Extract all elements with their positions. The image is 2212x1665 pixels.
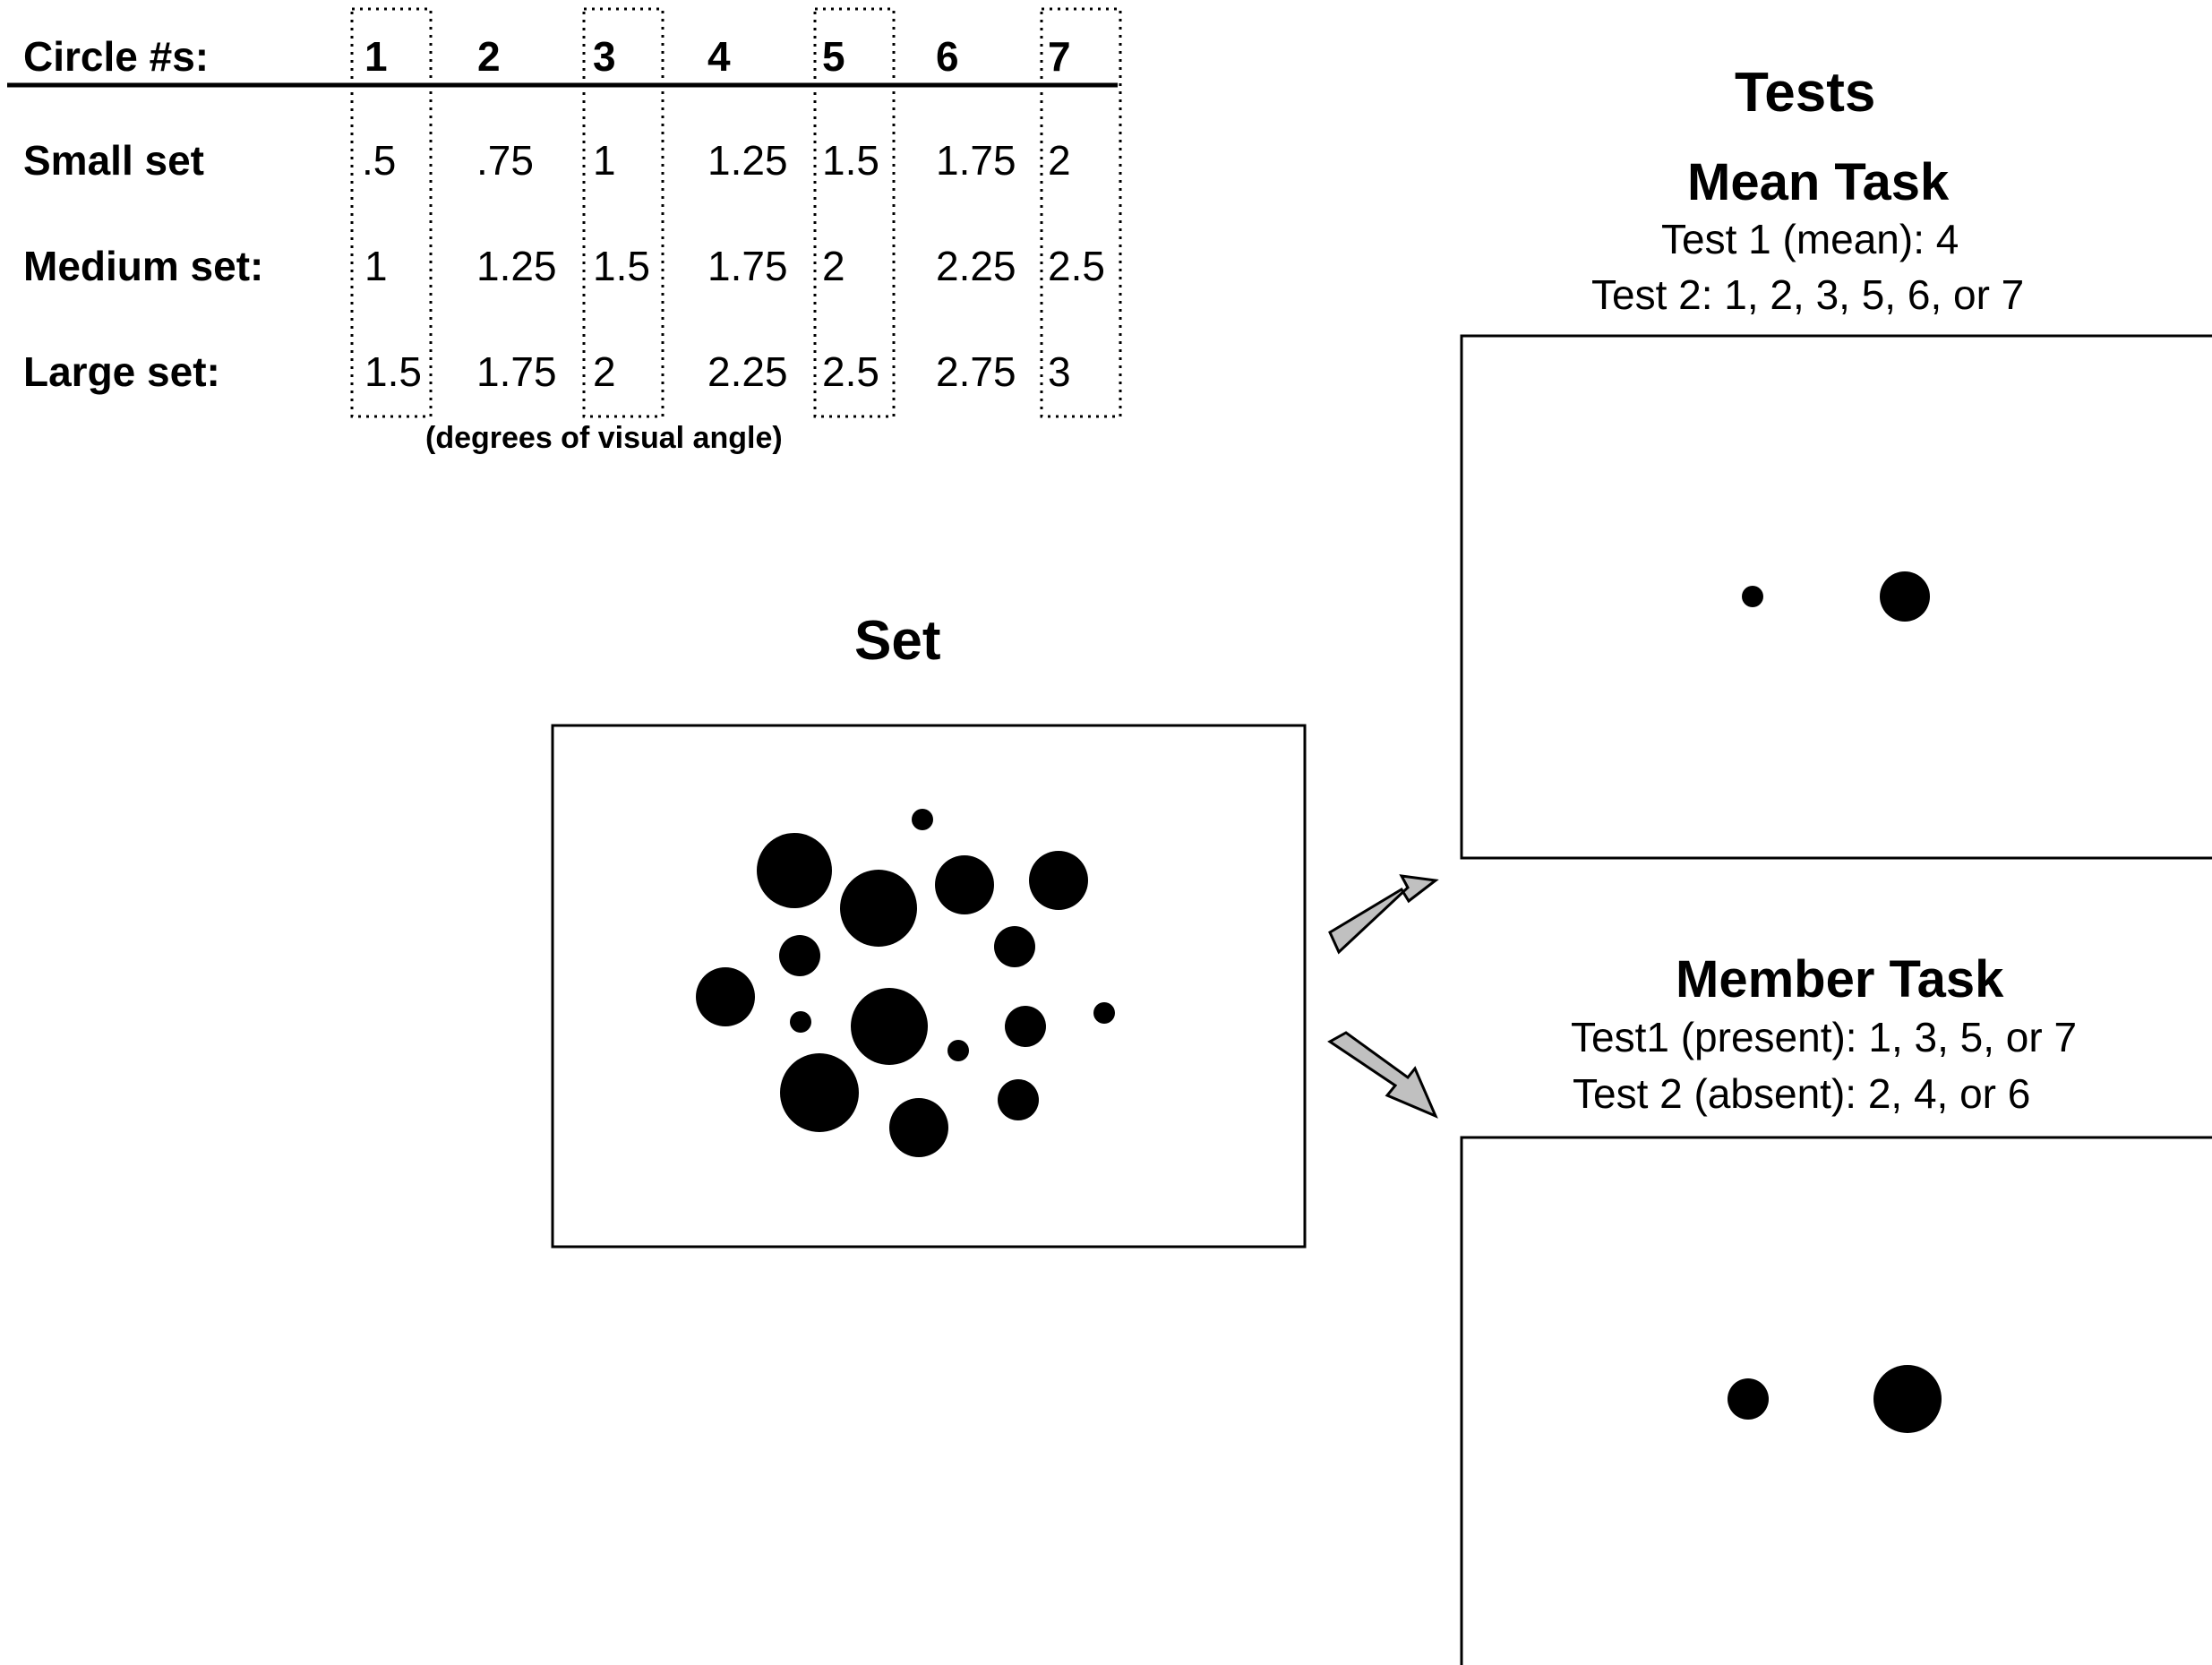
small-set-value-1: .5: [362, 137, 397, 184]
circle-number-1: 1: [364, 33, 388, 80]
set-display-frame: [551, 724, 1307, 1249]
circle-number-3: 3: [593, 33, 616, 80]
set-circle: [1029, 851, 1088, 910]
mean-task-test-frame: [1460, 334, 2212, 860]
set-circle: [912, 809, 933, 830]
member-task-test2: Test 2 (absent): 2, 4, or 6: [1573, 1070, 2031, 1117]
circle-number-5: 5: [822, 33, 845, 80]
mean-task-test1: Test 1 (mean): 4: [1661, 216, 1959, 262]
small-set-value-4: 1.25: [707, 137, 788, 184]
highlight-box-col-7: [1040, 7, 1122, 418]
set-title: Set: [854, 610, 941, 672]
small-set-value-6: 1.75: [936, 137, 1016, 184]
large-set-value-1: 1.5: [364, 348, 422, 395]
circle-number-4: 4: [707, 33, 731, 80]
circle-number-6: 6: [936, 33, 959, 80]
highlight-box-col-3: [582, 7, 664, 418]
member-test-large-circle: [1873, 1365, 1942, 1433]
medium-set-value-2: 1.25: [476, 243, 557, 289]
set-circle: [851, 988, 928, 1065]
large-set-value-3: 2: [593, 348, 616, 395]
small-set-value-5: 1.5: [822, 137, 879, 184]
row-label-medium-set: Medium set:: [23, 243, 264, 289]
member-task-title: Member Task: [1676, 950, 2004, 1008]
medium-set-value-1: 1: [364, 243, 388, 289]
member-test-small-circle: [1728, 1378, 1769, 1420]
set-circles: [696, 809, 1115, 1157]
medium-set-value-4: 1.75: [707, 243, 788, 289]
large-set-value-4: 2.25: [707, 348, 788, 395]
arrow-to-member-task: [1327, 1031, 1438, 1119]
mean-test-small-circle: [1742, 586, 1763, 607]
table-header-label: Circle #s:: [23, 33, 210, 80]
member-task-test-frame: [1460, 1136, 2212, 1665]
set-circle: [889, 1098, 948, 1157]
member-task-test1: Test1 (present): 1, 3, 5, or 7: [1571, 1014, 2078, 1060]
medium-set-value-7: 2.5: [1048, 243, 1105, 289]
set-circle: [998, 1079, 1039, 1120]
set-circle: [790, 1011, 811, 1033]
arrow-to-mean-task: [1328, 874, 1439, 955]
medium-set-value-5: 2: [822, 243, 845, 289]
set-circle: [696, 967, 755, 1026]
large-set-value-6: 2.75: [936, 348, 1016, 395]
mean-task-title: Mean Task: [1687, 153, 1950, 211]
small-set-value-7: 2: [1048, 137, 1071, 184]
highlight-box-col-5: [813, 7, 896, 418]
circle-number-7: 7: [1048, 33, 1071, 80]
unit-note: (degrees of visual angle): [425, 421, 783, 455]
set-circle: [780, 1053, 859, 1132]
set-circle: [1093, 1002, 1115, 1024]
medium-set-value-3: 1.5: [593, 243, 650, 289]
row-label-small-set: Small set: [23, 137, 204, 184]
set-circle: [947, 1040, 969, 1061]
large-set-value-5: 2.5: [822, 348, 879, 395]
set-circle: [840, 870, 917, 947]
large-set-value-7: 3: [1048, 348, 1071, 395]
small-set-value-2: .75: [476, 137, 534, 184]
set-circle: [1005, 1006, 1046, 1047]
set-circle: [757, 833, 832, 908]
highlight-box-col-1: [350, 7, 433, 418]
set-circle: [779, 935, 820, 976]
tests-title: Tests: [1735, 62, 1876, 124]
medium-set-value-6: 2.25: [936, 243, 1016, 289]
small-set-value-3: 1: [593, 137, 616, 184]
set-circle: [935, 855, 994, 914]
large-set-value-2: 1.75: [476, 348, 557, 395]
set-circle: [994, 926, 1035, 967]
mean-task-test2: Test 2: 1, 2, 3, 5, 6, or 7: [1591, 271, 2025, 318]
circle-number-2: 2: [477, 33, 501, 80]
row-label-large-set: Large set:: [23, 348, 220, 395]
mean-test-large-circle: [1880, 571, 1930, 622]
